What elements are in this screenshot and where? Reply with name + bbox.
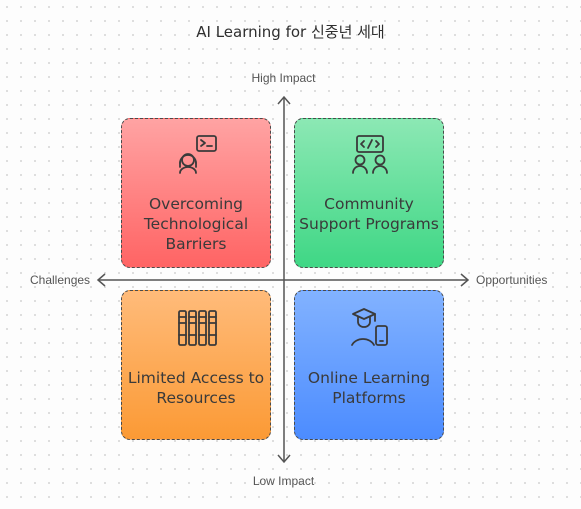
- quadrant-limited-access-to-resources: Limited Access to Resources: [121, 290, 271, 440]
- axis-label-low-impact: Low Impact: [252, 474, 315, 488]
- axis-label-opportunities: Opportunities: [476, 273, 548, 287]
- axis-arrow-left: [96, 273, 106, 287]
- axis-arrow-up: [277, 95, 291, 105]
- quadrant-label-line: Community: [324, 195, 414, 213]
- quadrant-label-line: Limited Access to: [127, 369, 265, 387]
- quadrant-label-line: Platforms: [332, 389, 406, 407]
- quadrant-overcoming-technological-barriers: Overcoming Technological Barriers: [121, 118, 271, 268]
- quadrant-community-support-programs: Community Support Programs: [294, 118, 444, 268]
- quadrant-label-line: Resources: [156, 389, 236, 407]
- quadrant-label-line: Online Learning: [307, 369, 431, 387]
- quadrant-label-line: Technological: [143, 215, 249, 233]
- quadrant-label-line: Barriers: [165, 235, 227, 253]
- quadrant-online-learning-platforms: Online Learning Platforms: [294, 290, 444, 440]
- quadrant-label-line: Overcoming: [148, 195, 243, 213]
- coding-community-icon: [352, 135, 388, 174]
- student-mobile-icon: [351, 308, 388, 346]
- axis-arrow-down: [277, 454, 291, 464]
- library-books-icon: [178, 310, 217, 346]
- diagram-title: AI Learning for 신중년 세대: [196, 23, 385, 41]
- quadrant-label-line: Support Programs: [299, 215, 439, 233]
- axis-label-high-impact: High Impact: [251, 71, 316, 85]
- axis-label-challenges: Challenges: [30, 273, 91, 287]
- support-agent-icon: [179, 135, 217, 174]
- axis-arrow-right: [460, 273, 470, 287]
